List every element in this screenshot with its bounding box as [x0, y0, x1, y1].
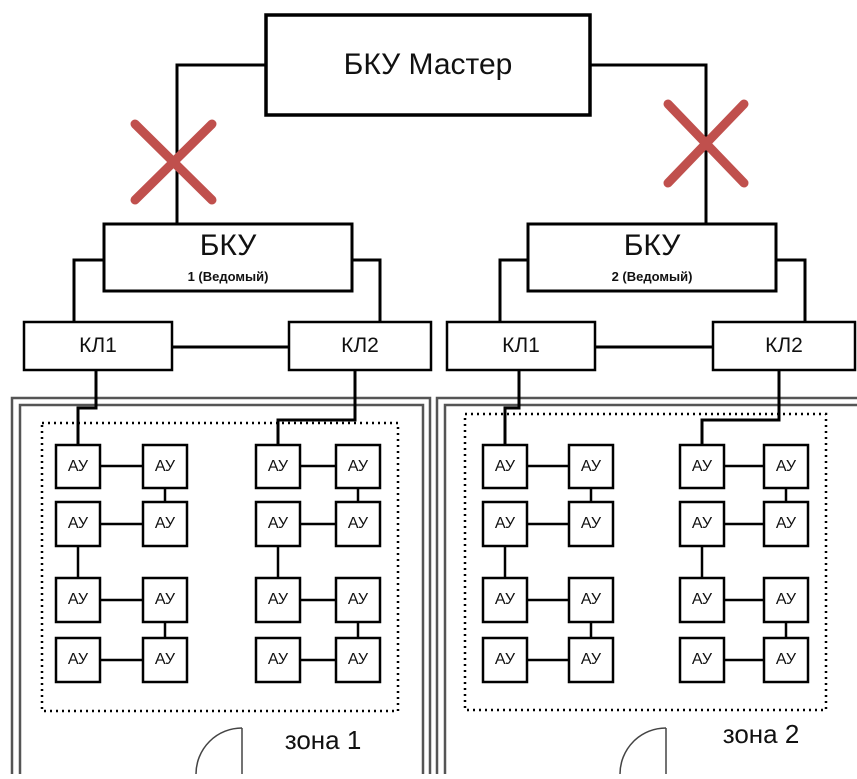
zone-2-boundary — [463, 412, 828, 712]
au-device — [678, 500, 726, 548]
bku-master-box — [264, 13, 592, 117]
broken-link-cross-2 — [663, 99, 749, 188]
au-device — [54, 636, 102, 684]
au-device — [141, 500, 189, 548]
device-grid-zone-2 — [481, 443, 810, 684]
au-device — [567, 500, 615, 548]
broken-link-cross-1 — [130, 119, 217, 205]
au-device — [762, 636, 810, 684]
device-links-zone-1 — [76, 464, 360, 662]
au-device — [334, 443, 382, 490]
wiring — [72, 63, 807, 445]
au-device — [141, 636, 189, 684]
device-boxes-zone-2 — [481, 443, 810, 684]
bku-2-box — [526, 222, 778, 293]
kl1-box-zone-2 — [445, 320, 597, 372]
au-device — [481, 443, 529, 490]
room-walls — [10, 396, 857, 774]
au-device — [678, 443, 726, 490]
au-device — [334, 636, 382, 684]
au-device — [141, 576, 189, 624]
zone-1-boundary — [40, 421, 400, 713]
door-zone-1 — [195, 727, 243, 775]
door-zone-2 — [619, 727, 667, 775]
device-grid-zone-1 — [54, 443, 382, 684]
au-device — [141, 443, 189, 490]
au-device — [54, 500, 102, 548]
au-device — [481, 500, 529, 548]
au-device — [254, 500, 302, 548]
device-links-zone-2 — [503, 464, 788, 662]
kl2-box-zone-1 — [287, 320, 433, 372]
au-device — [254, 576, 302, 624]
au-device — [54, 443, 102, 490]
au-device — [678, 576, 726, 624]
au-device — [567, 443, 615, 490]
au-device — [567, 576, 615, 624]
au-device — [481, 576, 529, 624]
au-device — [678, 636, 726, 684]
kl1-box-zone-1 — [22, 320, 174, 372]
device-boxes-zone-1 — [54, 443, 382, 684]
bku-1-box — [102, 222, 354, 293]
au-device — [762, 576, 810, 624]
au-device — [334, 576, 382, 624]
au-device — [54, 576, 102, 624]
au-device — [481, 636, 529, 684]
au-device — [762, 500, 810, 548]
kl2-box-zone-2 — [711, 320, 857, 372]
au-device — [254, 636, 302, 684]
au-device — [254, 443, 302, 490]
au-device — [567, 636, 615, 684]
au-device — [762, 443, 810, 490]
au-device — [334, 500, 382, 548]
